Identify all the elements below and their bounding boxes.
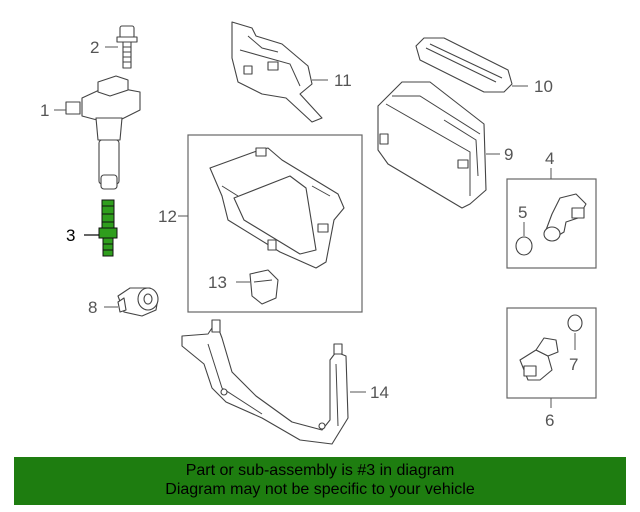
part-5-o-ring: [515, 236, 533, 256]
part-13-clip: [249, 269, 279, 305]
callout-7: 7: [569, 355, 578, 374]
part-12-ecu-bracket: [209, 147, 345, 269]
callout-9: 9: [504, 145, 513, 164]
callout-12: 12: [158, 207, 177, 226]
callout-11: 11: [334, 71, 352, 90]
part-11-bracket: [231, 21, 323, 123]
parts-diagram: 2 1 3 8 11: [40, 21, 597, 445]
part-3-spark-plug: [98, 199, 118, 257]
part-1-ignition-coil: [65, 75, 141, 190]
banner-line-2: Diagram may not be specific to your vehi…: [165, 481, 475, 498]
part-10-gasket: [415, 37, 513, 93]
callout-1: 1: [40, 101, 49, 120]
callout-4: 4: [545, 149, 554, 168]
info-banner: Part or sub-assembly is #3 in diagram Di…: [14, 457, 626, 505]
callout-8: 8: [88, 298, 97, 317]
part-9-control-module: [377, 81, 487, 209]
callout-10: 10: [534, 77, 553, 96]
part-4-sensor: [543, 193, 587, 242]
callout-5: 5: [518, 203, 527, 222]
callout-13: 13: [208, 273, 227, 292]
part-14-lower-bracket: [181, 319, 349, 445]
callout-14: 14: [370, 383, 389, 402]
callout-2: 2: [90, 38, 99, 57]
banner-line-1: Part or sub-assembly is #3 in diagram: [185, 462, 455, 479]
part-6-sensor: [519, 337, 559, 381]
part-7-o-ring: [567, 314, 583, 332]
callout-3: 3: [66, 226, 75, 245]
part-8-knock-sensor: [117, 287, 159, 317]
callout-6: 6: [545, 411, 554, 430]
part-2-bolt: [116, 25, 138, 69]
